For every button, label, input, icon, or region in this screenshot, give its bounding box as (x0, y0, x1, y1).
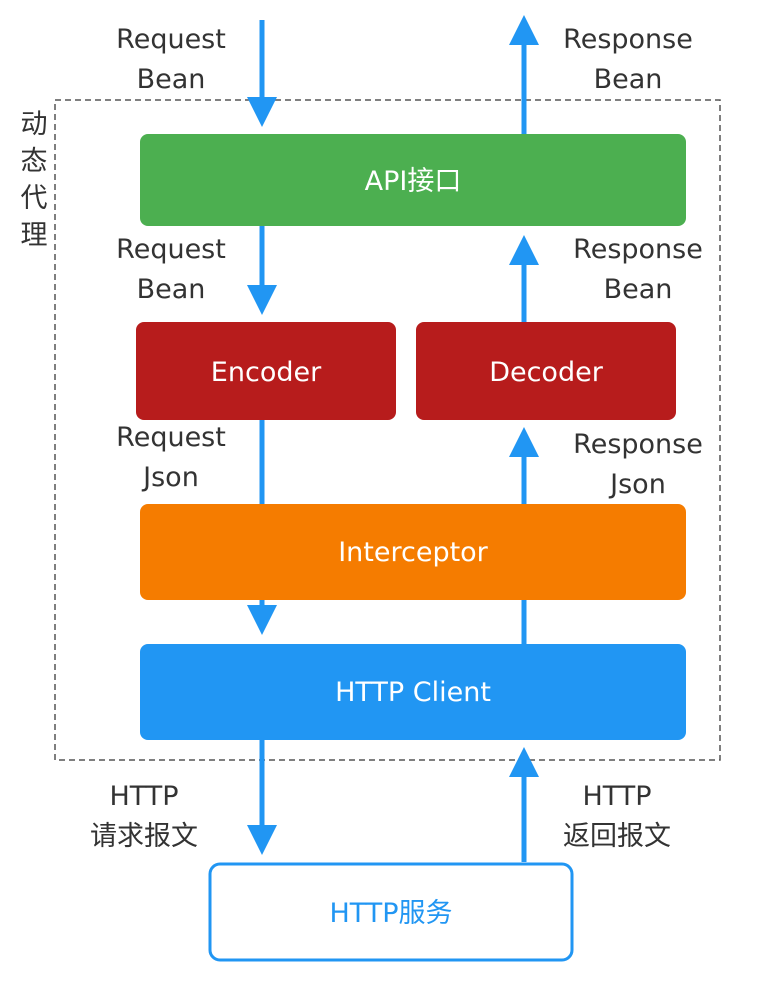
interceptor-box (140, 504, 686, 600)
response-bean-mid-line2: Bean (604, 274, 673, 305)
request-json-line2: Json (141, 462, 199, 493)
encoder-box (136, 322, 396, 420)
request-bean-top-line2: Bean (137, 64, 206, 95)
request-bean-top-line1: Request (116, 24, 226, 55)
response-bean-top-line2: Bean (594, 64, 663, 95)
proxy-label-char-1: 动 (21, 109, 48, 140)
http-service-box (208, 862, 574, 962)
http-request-line2: 请求报文 (90, 821, 198, 852)
response-json-line2: Json (608, 469, 666, 500)
api-interface-label: API接口 (365, 166, 462, 197)
proxy-label-char-4: 理 (21, 220, 48, 251)
decoder-label: Decoder (489, 357, 604, 388)
dynamic-proxy-boundary (54, 99, 721, 761)
http-response-line2: 返回报文 (563, 821, 671, 852)
api-interface-box (140, 134, 686, 226)
response-bean-mid-line1: Response (573, 234, 703, 265)
http-service-label: HTTP服务 (329, 898, 452, 929)
http-client-box (140, 644, 686, 740)
http-client-label: HTTP Client (335, 677, 491, 708)
request-json-line1: Request (116, 422, 226, 453)
request-bean-mid-line2: Bean (137, 274, 206, 305)
response-json-line1: Response (573, 429, 703, 460)
proxy-label-char-3: 代 (21, 183, 48, 214)
decoder-box (416, 322, 676, 420)
encoder-label: Encoder (211, 357, 322, 388)
http-response-line1: HTTP (582, 781, 651, 812)
proxy-label-char-2: 态 (21, 146, 48, 177)
interceptor-label: Interceptor (338, 537, 488, 568)
http-request-line1: HTTP (109, 781, 178, 812)
response-bean-top-line1: Response (563, 24, 693, 55)
request-bean-mid-line1: Request (116, 234, 226, 265)
